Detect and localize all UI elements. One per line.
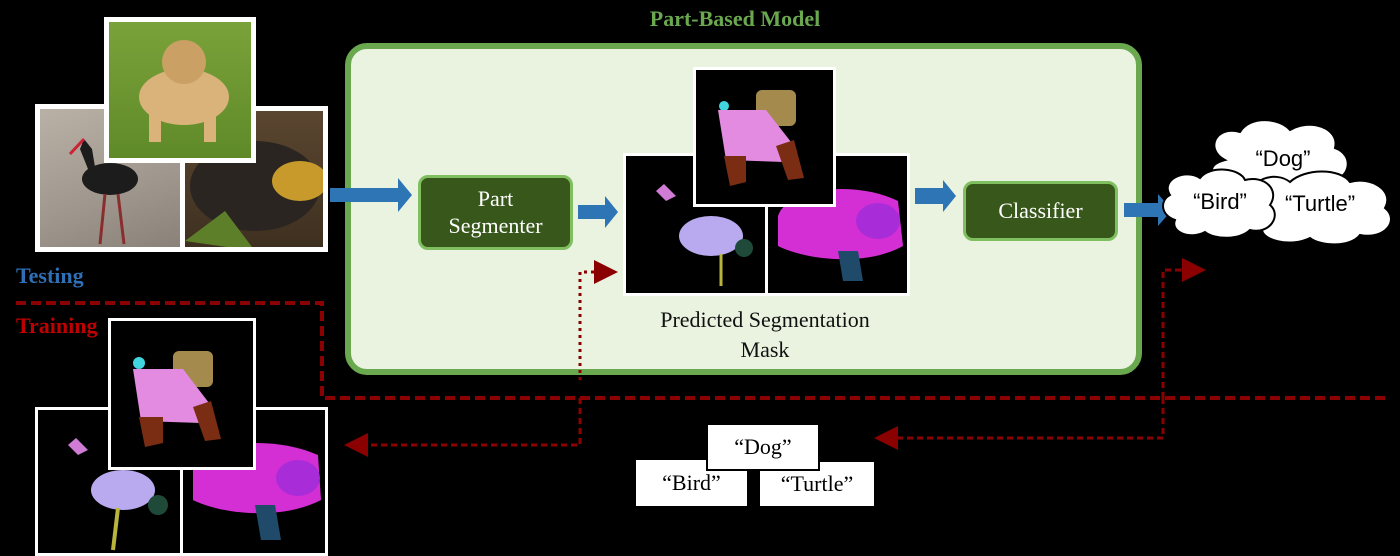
part-segmenter-label: Part Segmenter — [448, 186, 543, 238]
gt-label-turtle-text: “Turtle” — [780, 471, 854, 496]
model-title: Part-Based Model — [649, 6, 821, 31]
gt-label-dog: “Dog” — [706, 423, 820, 471]
cloud-turtle — [1242, 170, 1392, 246]
legend-testing: Testing — [16, 263, 84, 288]
dog-photo — [104, 17, 256, 163]
dog-photo-drawing — [139, 40, 229, 142]
prediction-dog: “Dog” — [1255, 146, 1310, 171]
gt-label-turtle: “Turtle” — [758, 460, 876, 508]
gt-label-bird-text: “Bird” — [662, 470, 721, 495]
predicted-mask-dog — [693, 67, 836, 207]
arrow-to-gt-masks — [344, 398, 582, 457]
classifier-node: Classifier — [963, 181, 1118, 241]
turtle-photo-drawing — [185, 141, 323, 247]
cloud-dog — [1211, 119, 1349, 192]
gt-bird-mask-drawing — [68, 438, 168, 551]
legend-training: Training — [16, 313, 98, 338]
arrow-to-predictions — [1161, 258, 1206, 398]
gt-mask-dog — [108, 318, 256, 470]
prediction-turtle: “Turtle” — [1285, 191, 1355, 216]
cloud-bird — [1162, 168, 1276, 239]
gt-label-dog-text: “Dog” — [734, 434, 792, 459]
prediction-clouds — [1162, 119, 1392, 246]
bird-photo-drawing — [68, 137, 138, 245]
prediction-bird: “Bird” — [1193, 189, 1247, 214]
classifier-label: Classifier — [998, 197, 1083, 223]
gt-dog-mask-drawing — [133, 351, 221, 447]
bird-mask-drawing — [656, 184, 753, 286]
mask-caption: Predicted Segmentation Mask — [660, 307, 870, 362]
dog-mask-drawing — [718, 90, 804, 186]
part-segmenter-node: Part Segmenter — [418, 175, 573, 250]
arrow-to-gt-labels — [874, 398, 1165, 450]
